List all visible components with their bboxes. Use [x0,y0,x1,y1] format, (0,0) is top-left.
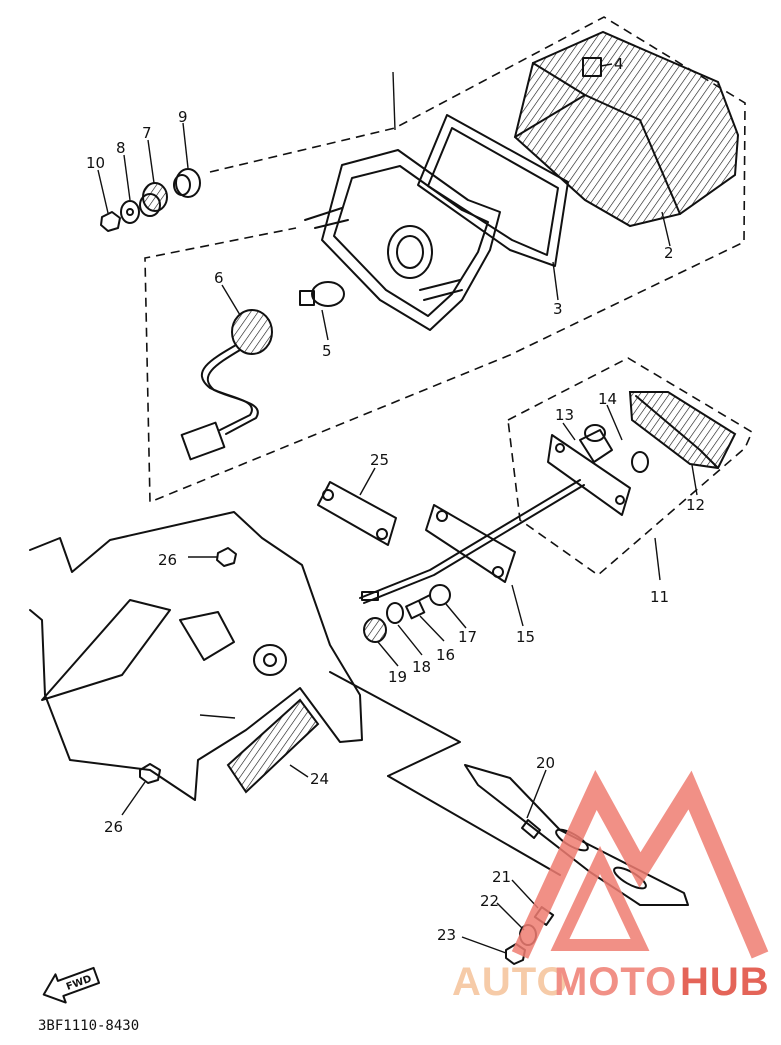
callout-12: 12 [686,496,705,514]
callout-15: 15 [516,628,535,646]
bolt-17 [419,584,451,606]
rear-frame [29,511,561,876]
callout-4: 4 [614,55,624,73]
callout-25: 25 [370,451,389,469]
callout-11: 11 [650,588,669,606]
callout-17: 17 [458,628,477,646]
callout-10: 10 [86,154,105,172]
callout-19: 19 [388,668,407,686]
license-bulb-14 [584,424,649,473]
callout-20: 20 [536,754,555,772]
part-code: 3BF1110-8430 [38,1018,139,1034]
license-light-outline [507,357,754,577]
nut-26a [216,547,237,567]
washer-18 [386,602,404,624]
bulb-socket-cord [180,309,273,461]
callout-5: 5 [322,342,332,360]
grommet-7 [139,182,168,217]
callout-22: 22 [480,892,499,910]
license-bracket-13 [547,429,631,516]
tail-light-housing [304,149,501,331]
washer-8 [120,200,140,224]
callout-26-top: 26 [158,551,177,569]
nut-19 [363,617,387,643]
logo-auto: AUTO [452,960,569,1004]
tail-lens [513,30,740,228]
callout-16: 16 [436,646,455,664]
nut-26b [139,763,161,784]
logo-hub: HUB [680,960,770,1004]
callout-13: 13 [555,406,574,424]
reflector-plate-25 [317,481,397,546]
lens-gasket [417,114,569,267]
tail-bulb [299,281,345,307]
callout-18: 18 [412,658,431,676]
collar-16 [405,599,426,620]
callout-9: 9 [178,108,188,126]
callout-3: 3 [553,300,563,318]
callout-24: 24 [310,770,329,788]
callout-26-bottom: 26 [104,818,123,836]
callout-21: 21 [492,868,511,886]
nut-10 [100,211,121,232]
logo-moto: MOTO [554,960,677,1004]
callout-2: 2 [664,244,674,262]
side-reflector-24 [226,698,320,794]
callout-8: 8 [116,139,126,157]
license-plate-bracket-15 [359,479,585,604]
callout-14: 14 [598,390,617,408]
license-lens-12 [628,391,737,470]
collar-9 [173,168,201,198]
callout-7: 7 [142,124,152,142]
group-1-reference-line [392,71,396,131]
callout-6: 6 [214,269,224,287]
automotohub-watermark-logo: AUTO MOTO HUB [452,770,770,1004]
callout-23: 23 [437,926,456,944]
forward-direction-arrow [42,966,101,1004]
